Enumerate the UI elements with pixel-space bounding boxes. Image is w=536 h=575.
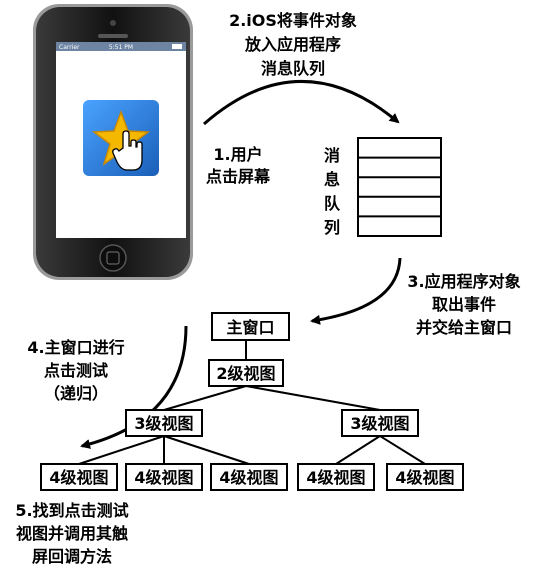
tree-edge	[245, 385, 381, 411]
level4-view-node: 4级视图	[297, 463, 375, 491]
svg-text:3级视图: 3级视图	[350, 414, 409, 433]
svg-text:3级视图: 3级视图	[134, 414, 193, 433]
app-icon[interactable]	[83, 100, 159, 176]
queue-box	[357, 137, 442, 237]
step2-label: 2.iOS将事件对象 放入应用程序 消息队列	[229, 11, 357, 78]
svg-text:点击测试: 点击测试	[44, 361, 108, 380]
hand-pointer-icon	[112, 130, 143, 171]
svg-text:消息队列: 消息队列	[261, 59, 325, 78]
svg-text:视图并调用其触: 视图并调用其触	[16, 524, 128, 543]
arrow-step4	[80, 325, 188, 449]
phone-speaker	[98, 34, 128, 38]
main-window-node: 主窗口	[211, 312, 290, 341]
svg-text:放入应用程序: 放入应用程序	[244, 35, 341, 54]
battery-icon	[172, 44, 182, 49]
svg-text:3.应用程序对象: 3.应用程序对象	[407, 272, 520, 291]
svg-text:2级视图: 2级视图	[216, 364, 275, 383]
arrow-step3	[310, 257, 402, 325]
level2-view-node: 2级视图	[208, 359, 284, 387]
tree-edge	[335, 435, 381, 465]
status-bar	[56, 42, 186, 51]
arrow-step2	[203, 80, 400, 126]
tree-edge	[163, 385, 247, 411]
home-button-glyph-icon	[106, 251, 120, 265]
level3-view-node: 3级视图	[125, 409, 203, 437]
svg-text:2.iOS将事件对象: 2.iOS将事件对象	[229, 11, 357, 30]
queue-label: 消 息 队 列	[324, 146, 341, 237]
svg-text:4级视图: 4级视图	[219, 468, 278, 487]
phone-camera-icon	[110, 20, 116, 26]
level3-view-node: 3级视图	[341, 409, 419, 437]
step4-label: 4.主窗口进行 点击测试 （递归）	[27, 338, 124, 403]
message-queue: 消 息 队 列	[324, 137, 442, 237]
home-button[interactable]	[99, 244, 127, 272]
svg-text:主窗口: 主窗口	[226, 318, 274, 337]
svg-text:点击屏幕: 点击屏幕	[206, 167, 271, 186]
tree-edge	[163, 435, 250, 465]
svg-text:屏回调方法: 屏回调方法	[32, 547, 112, 566]
svg-text:列: 列	[324, 218, 340, 237]
svg-text:4级视图: 4级视图	[134, 468, 193, 487]
svg-text:5.找到点击测试: 5.找到点击测试	[15, 501, 128, 520]
tree-edge	[379, 435, 426, 465]
svg-text:（递归）: （递归）	[44, 384, 108, 403]
clock-label: 5:51 PM	[109, 44, 133, 51]
svg-text:4级视图: 4级视图	[49, 468, 108, 487]
level4-view-node: 4级视图	[386, 463, 464, 491]
svg-text:并交给主窗口: 并交给主窗口	[416, 318, 512, 337]
svg-text:1.用户: 1.用户	[213, 145, 262, 164]
view-tree: 主窗口 2级视图 3级视图 3级视图 4级视图 4级视图 4级视图	[40, 312, 464, 491]
tree-edge	[78, 435, 165, 465]
svg-text:消: 消	[324, 146, 340, 165]
svg-text:4级视图: 4级视图	[395, 468, 454, 487]
svg-text:队: 队	[324, 194, 341, 213]
iphone: Carrier 5:51 PM	[33, 4, 193, 280]
level4-view-node: 4级视图	[40, 463, 118, 491]
carrier-label: Carrier	[59, 44, 80, 51]
svg-text:4级视图: 4级视图	[306, 468, 365, 487]
step5-label: 5.找到点击测试 视图并调用其触 屏回调方法	[15, 501, 128, 566]
level4-view-node: 4级视图	[210, 463, 288, 491]
svg-text:息: 息	[324, 170, 340, 189]
level4-view-node: 4级视图	[125, 463, 203, 491]
svg-text:4.主窗口进行: 4.主窗口进行	[27, 338, 124, 357]
step3-label: 3.应用程序对象 取出事件 并交给主窗口	[407, 272, 520, 337]
step1-label: 1.用户 点击屏幕	[206, 145, 271, 186]
svg-text:取出事件: 取出事件	[432, 295, 496, 314]
